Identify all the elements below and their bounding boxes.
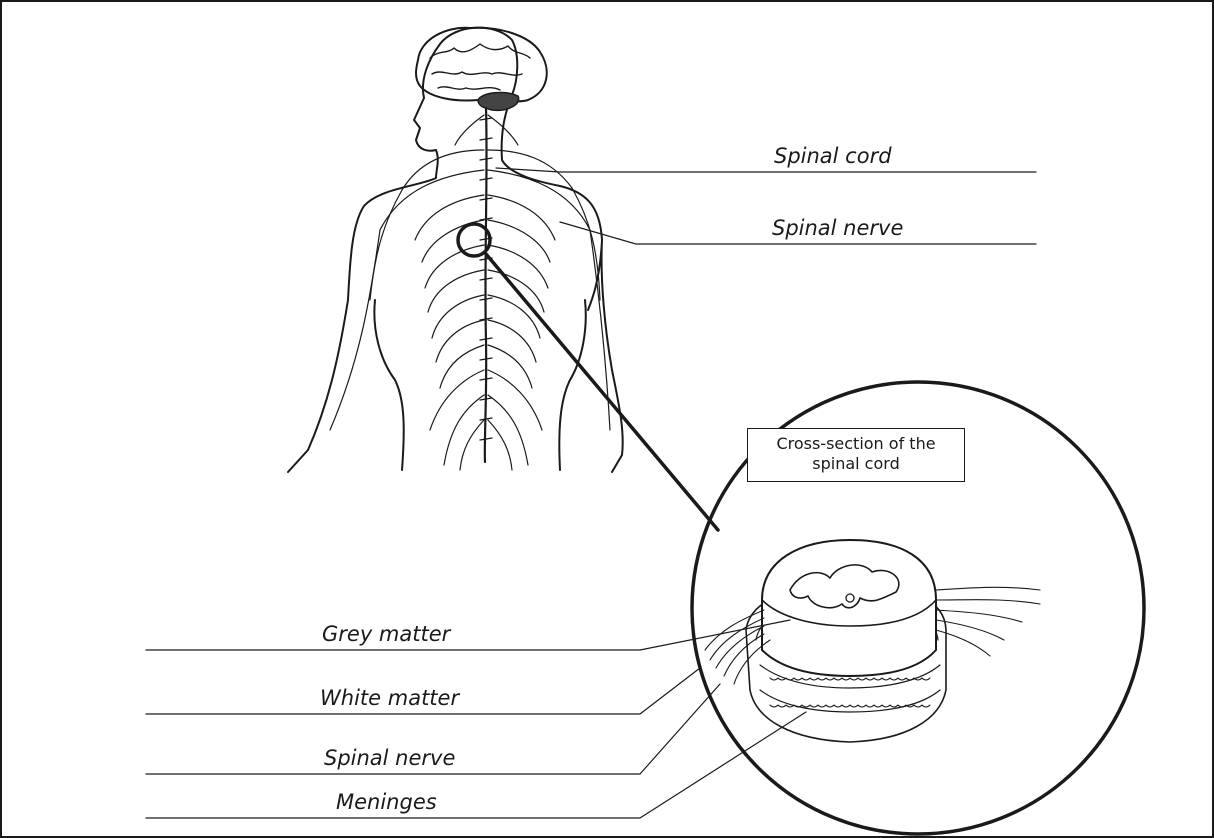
label-white-matter: White matter: [320, 686, 459, 710]
leader-meninges: [146, 712, 806, 818]
leader-spinal-cord: [496, 168, 1036, 172]
brain: [416, 28, 547, 102]
label-grey-matter: Grey matter: [322, 622, 450, 646]
spinal-cord-line: [485, 108, 487, 462]
inset-caption-line2: spinal cord: [748, 454, 964, 474]
label-spinal-nerve-top: Spinal nerve: [772, 216, 903, 240]
label-spinal-cord: Spinal cord: [774, 144, 892, 168]
body-outline: [288, 28, 623, 472]
inset-caption-box: Cross-section of the spinal cord: [747, 428, 965, 482]
cross-section: [705, 540, 1040, 742]
label-meninges: Meninges: [336, 790, 437, 814]
label-spinal-nerve-bottom: Spinal nerve: [324, 746, 455, 770]
cerebellum: [478, 93, 519, 111]
inset-caption-line1: Cross-section of the: [748, 434, 964, 454]
